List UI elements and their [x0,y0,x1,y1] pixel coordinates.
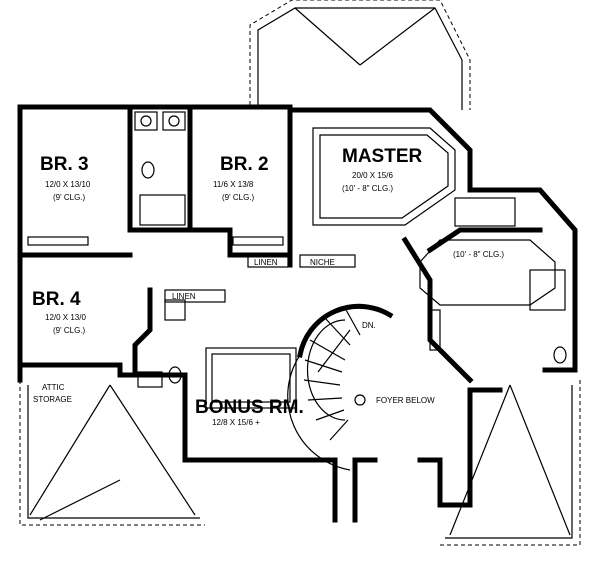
curved-staircase [287,303,394,471]
br2-ceiling: (9' CLG.) [222,193,255,202]
attic-label-1: ATTIC [42,383,65,392]
bonus-size: 12/8 X 15/6 + [212,418,260,427]
closets [27,236,441,351]
linen-label-2: LINEN [172,292,196,301]
master-bath-ceiling-label: (10' - 8" CLG.) [453,250,504,259]
linen-label-1: LINEN [254,258,278,267]
stairs-down-label: DN. [362,321,376,330]
walls [17,104,578,523]
bonus-name: BONUS RM. [195,397,304,418]
br4-size: 12/0 X 13/0 [45,313,86,322]
br4-name: BR. 4 [32,289,81,310]
br4-ceiling: (9' CLG.) [53,326,86,335]
br2-name: BR. 2 [220,154,269,175]
bonus-tray [205,347,297,409]
br3-size: 12/0 X 13/10 [45,180,91,189]
master-tray-ceiling [312,127,456,226]
master-size: 20/0 X 15/6 [352,171,393,180]
master-name: MASTER [342,146,423,167]
attic-label-2: STORAGE [33,395,72,404]
br3-name: BR. 3 [40,154,89,175]
niche-label: NICHE [310,258,335,267]
master-ceiling: (10' - 8" CLG.) [342,184,393,193]
roof-outline [19,0,581,546]
br3-ceiling: (9' CLG.) [53,193,86,202]
bath-fixtures [134,111,567,388]
br2-size: 11/6 X 13/8 [213,180,254,189]
foyer-label: FOYER BELOW [376,396,435,405]
